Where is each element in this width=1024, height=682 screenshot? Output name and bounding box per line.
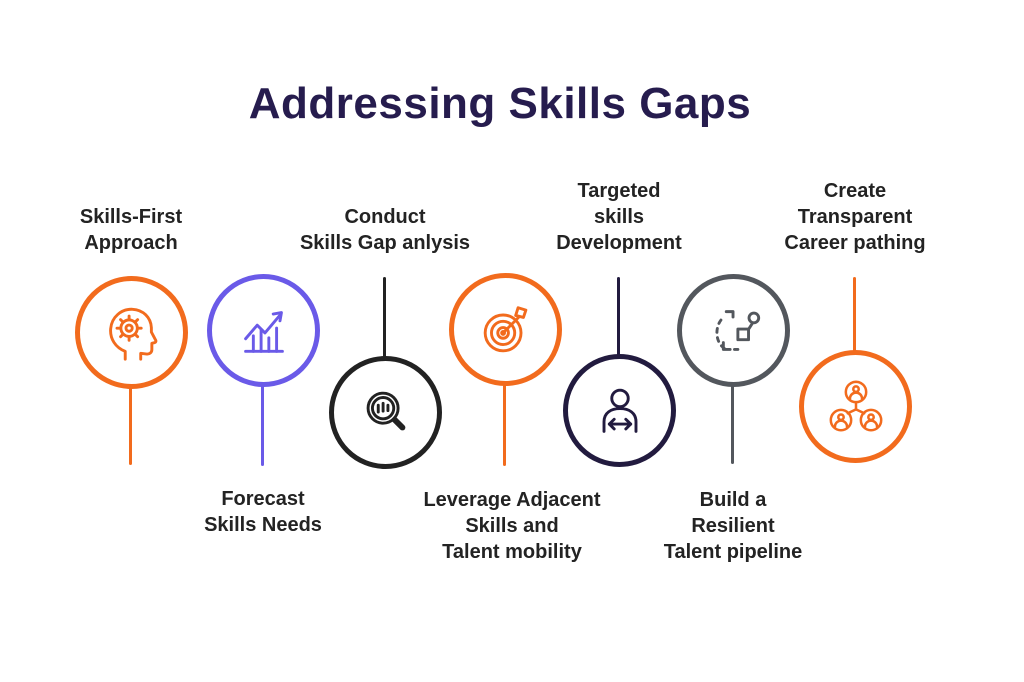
growth-chart-icon [243, 310, 284, 353]
connector-line [617, 277, 620, 356]
step-circle [207, 274, 320, 387]
connector-line [853, 277, 856, 352]
connector-line [129, 387, 132, 465]
people-network-icon [829, 380, 882, 432]
connector-line [383, 277, 386, 358]
person-arrows-icon [602, 388, 637, 433]
page-title: Addressing Skills Gaps [248, 79, 752, 129]
connector-line [261, 385, 264, 466]
step-label: Build a Resilient Talent pipeline [663, 489, 803, 563]
step-label: Targeted skills Development [556, 180, 682, 254]
connector-line [503, 384, 506, 466]
magnifier-bars-icon [366, 391, 405, 430]
connector-line [731, 385, 734, 464]
step-circle [563, 354, 676, 467]
step-circle [329, 356, 442, 469]
step-circle [449, 273, 562, 386]
step-label: Forecast Skills Needs [204, 488, 322, 536]
step-label: Leverage Adjacent Skills and Talent mobi… [423, 489, 601, 563]
target-dart-icon [483, 305, 527, 352]
step-circle [677, 274, 790, 387]
route-plan-icon [714, 309, 760, 351]
step-circle [75, 276, 188, 389]
step-label: Conduct Skills Gap anlysis [299, 206, 471, 254]
step-label: Create Transparent Career pathing [784, 180, 926, 254]
head-gear-icon [108, 307, 157, 361]
step-circle [799, 350, 912, 463]
step-label: Skills-First Approach [79, 206, 183, 254]
